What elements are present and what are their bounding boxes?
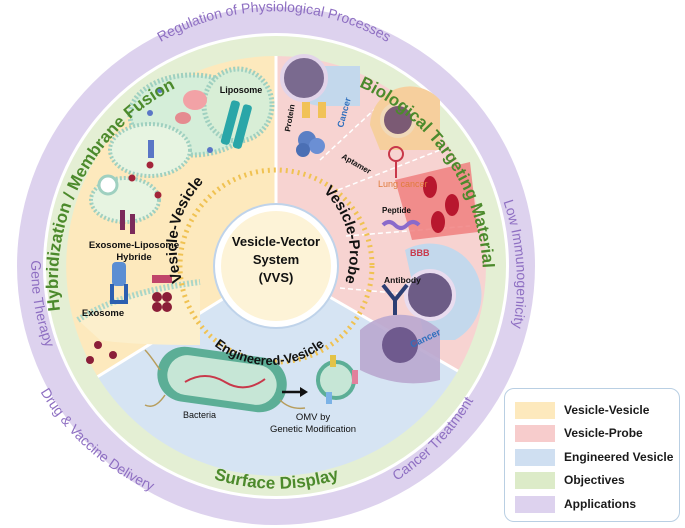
label-exosome: Exosome (82, 308, 124, 319)
label-exosome-liposome: Exosome-Liposome (89, 240, 179, 251)
center-title-line1: Vesicle-Vector (232, 234, 320, 249)
arrow-head (300, 387, 308, 397)
legend-item-vesicle-vesicle: Vesicle-Vesicle (515, 401, 649, 419)
hybrid-vesicle-illustration (89, 122, 192, 234)
aptamer-lung-cancer-illustration (370, 86, 440, 178)
center-fill (221, 211, 331, 321)
legend: Vesicle-Vesicle Vesicle-Probe Engineered… (504, 388, 680, 522)
lipid-bilayer-arc (177, 167, 375, 365)
bbb-illustration (381, 162, 478, 240)
legend-swatch (515, 401, 555, 419)
cancer-cell-top (280, 54, 360, 118)
label-omv-line1: OMV by (296, 412, 331, 423)
label-lung-cancer: Lung cancer (378, 179, 428, 189)
legend-item-applications: Applications (515, 495, 636, 513)
legend-label: Applications (564, 497, 637, 511)
protein-illustration (296, 131, 325, 157)
legend-item-objectives: Objectives (515, 471, 625, 489)
label-hybride: Hybride (116, 252, 151, 263)
antibody-cancer-illustration (381, 243, 482, 340)
label-bacteria: Bacteria (183, 410, 216, 420)
legend-swatch (515, 448, 555, 466)
legend-label: Objectives (564, 473, 625, 487)
legend-label: Vesicle-Vesicle (564, 403, 650, 417)
omv-illustration (316, 314, 440, 404)
legend-swatch (515, 495, 555, 513)
label-peptide: Peptide (382, 206, 411, 215)
legend-item-engineered-vesicle: Engineered Vesicle (515, 448, 673, 466)
label-liposome: Liposome (220, 85, 263, 95)
center-title-line3: (VVS) (259, 270, 294, 285)
bacteria-illustration (144, 346, 306, 413)
legend-label: Engineered Vesicle (564, 450, 674, 464)
legend-swatch (515, 471, 555, 489)
exosome-illustration (76, 262, 201, 364)
label-omv-line2: Genetic Modification (270, 424, 356, 435)
center-title-line2: System (253, 252, 299, 267)
legend-swatch (515, 424, 555, 442)
legend-item-vesicle-probe: Vesicle-Probe (515, 424, 643, 442)
label-bbb: BBB (410, 248, 430, 258)
legend-label: Vesicle-Probe (564, 426, 643, 440)
label-antibody: Antibody (384, 275, 421, 285)
